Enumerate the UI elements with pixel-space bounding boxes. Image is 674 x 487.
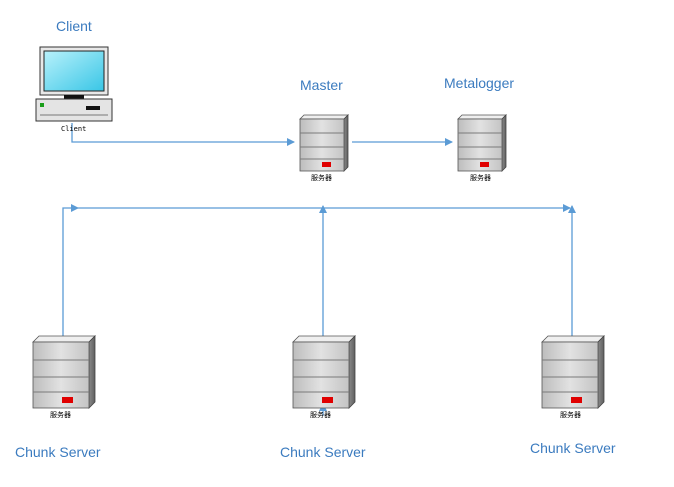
chunk-server-right-icon [541,335,605,409]
metalogger-caption: 服务器 [470,174,491,182]
chunk-server-right-title: Chunk Server [530,440,616,456]
desktop-computer-icon [35,46,113,122]
client-caption: Client [61,125,87,133]
chunk-server-left-caption: 服务器 [50,411,71,419]
chunk-server-left-icon [32,335,96,409]
master-caption: 服务器 [311,174,332,182]
master-title: Master [300,77,343,93]
chunk-server-right-caption: 服务器 [560,411,581,419]
chunk-left-uplink-connector [62,204,79,336]
master-server-icon [299,114,349,172]
metalogger-server-icon [457,114,507,172]
chunk-server-mid-icon [292,335,356,409]
connectors [62,123,576,416]
chunk-server-mid-title: Chunk Server [280,444,366,460]
client-title: Client [56,18,92,34]
metalogger-title: Metalogger [444,75,515,91]
chunk-server-mid-caption: 服务器 [310,411,331,419]
client-to-master-connector [71,123,295,146]
chunk-server-left-title: Chunk Server [15,444,101,460]
